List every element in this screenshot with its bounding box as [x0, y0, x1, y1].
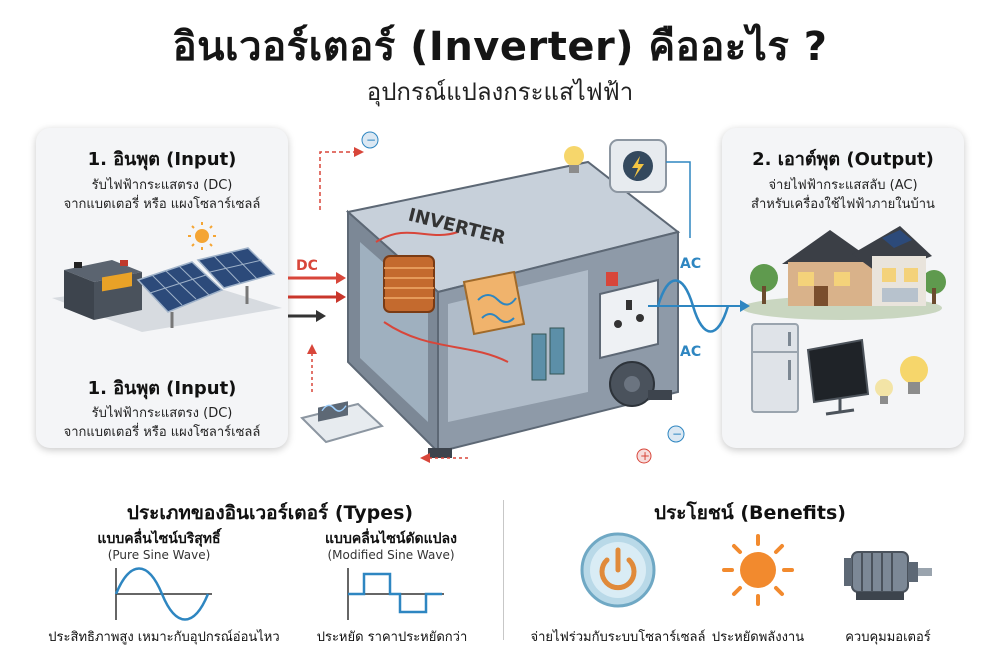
benefit-label-3: ควบคุมมอเตอร์	[845, 630, 931, 645]
house-appliances-illustration	[742, 226, 946, 416]
inverter-diagram: DC −	[288, 131, 750, 464]
sun-icon	[722, 534, 794, 606]
input-desc-top-2: จากแบตเตอรี่ หรือ แผงโซลาร์เซลล์	[63, 197, 261, 212]
ac-label-top: AC	[680, 256, 701, 272]
power-button-icon	[580, 532, 656, 608]
page-subtitle: อุปกรณ์แปลงกระแสไฟฟ้า	[366, 78, 634, 106]
modified-sine-wave-icon	[347, 568, 444, 620]
output-panel: 2. เอาต์พุต (Output) จ่ายไฟฟ้ากระแสสลับ …	[722, 128, 964, 448]
pure-sine-wave-icon	[114, 567, 212, 621]
pure-sine-en: (Pure Sine Wave)	[107, 548, 211, 562]
inverter-body	[345, 160, 681, 458]
svg-text:−: −	[366, 133, 376, 147]
light-bulb-icon	[564, 146, 584, 173]
solar-panel-icon	[136, 247, 276, 328]
pure-sine-name: แบบคลื่นไซน์บริสุทธิ์	[97, 531, 221, 547]
ac-sine-wave-icon	[648, 279, 750, 333]
input-title-bottom: 1. อินพุต (Input)	[87, 378, 237, 399]
television-icon	[806, 338, 870, 416]
input-desc-bottom-2: จากแบตเตอรี่ หรือ แผงโซลาร์เซลล์	[63, 425, 261, 440]
output-desc-1: จ่ายไฟฟ้ากระแสสลับ (AC)	[768, 178, 918, 193]
refrigerator-icon	[751, 323, 799, 413]
input-desc-top-1: รับไฟฟ้ากระแสตรง (DC)	[91, 178, 233, 193]
pure-sine-caption: ประสิทธิภาพสูง เหมาะกับอุปกรณ์อ่อนไหว	[48, 630, 280, 645]
svg-text:−: −	[672, 427, 682, 441]
ac-label-bottom: AC	[680, 344, 701, 360]
output-title: 2. เอาต์พุต (Output)	[752, 149, 934, 170]
motor-icon	[844, 551, 932, 600]
light-bulb-icon	[875, 356, 928, 404]
svg-text:+: +	[640, 449, 650, 463]
battery-solar-illustration	[52, 222, 282, 332]
battery-icon	[64, 260, 142, 320]
benefits-title: ประโยชน์ (Benefits)	[654, 502, 846, 524]
input-title-top: 1. อินพุต (Input)	[87, 149, 237, 170]
page-title: อินเวอร์เตอร์ (Inverter) คืออะไร ?	[172, 24, 828, 70]
types-title: ประเภทของอินเวอร์เตอร์ (Types)	[126, 502, 414, 524]
dc-label: DC	[296, 258, 318, 274]
input-desc-bottom-1: รับไฟฟ้ากระแสตรง (DC)	[91, 406, 233, 421]
sun-icon	[188, 222, 216, 250]
section-divider	[503, 500, 504, 640]
house-icon	[742, 226, 946, 320]
control-switch-icon	[609, 139, 667, 193]
output-desc-2: สำหรับเครื่องใช้ไฟฟ้าภายในบ้าน	[751, 197, 935, 212]
remote-control-icon	[300, 401, 384, 444]
benefit-label-1: จ่ายไฟร่วมกับระบบโซลาร์เซลล์	[530, 630, 706, 645]
dc-arrow-icon	[288, 272, 346, 322]
benefit-label-2: ประหยัดพลังงาน	[711, 630, 805, 645]
modified-sine-caption: ประหยัด ราคาประหยัดกว่า	[316, 630, 468, 645]
modified-sine-name: แบบคลื่นไซน์ดัดแปลง	[325, 531, 457, 547]
input-panel: 1. อินพุต (Input) รับไฟฟ้ากระแสตรง (DC) …	[36, 128, 288, 448]
modified-sine-en: (Modified Sine Wave)	[327, 548, 455, 562]
